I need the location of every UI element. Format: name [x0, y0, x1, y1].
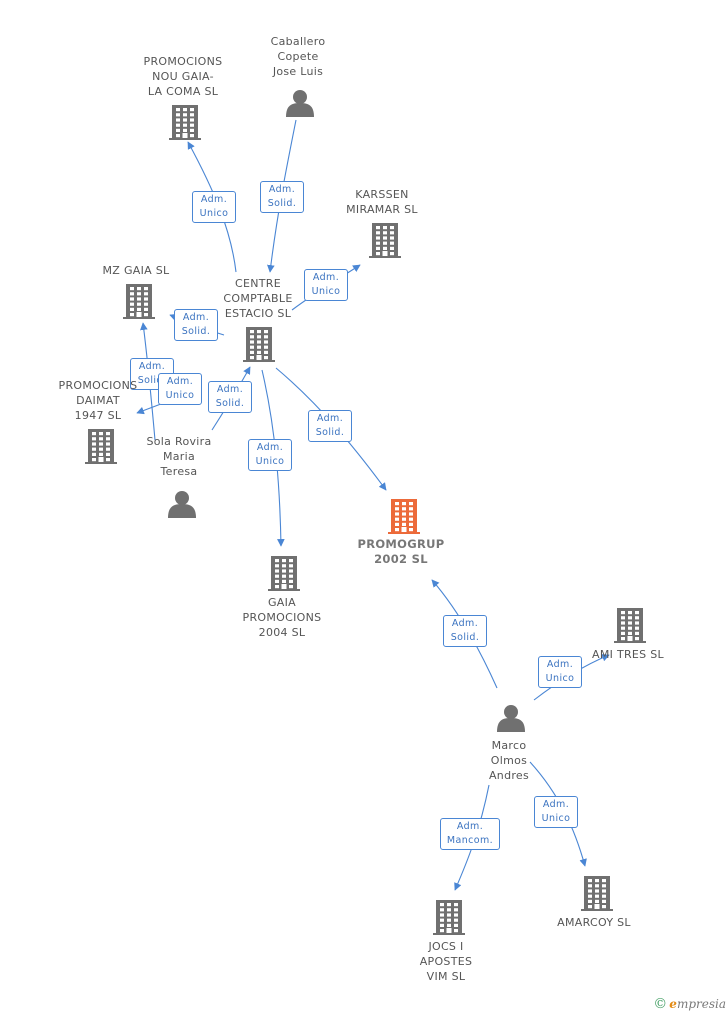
node-label-karssen[interactable]: KARSSEN MIRAMAR SL: [346, 188, 418, 216]
node-label-daimat[interactable]: PROMOCIONS DAIMAT 1947 SL: [58, 379, 138, 422]
edge-label-centre-to-promogrup[interactable]: Adm. Solid.: [308, 410, 352, 442]
edge-label-marco-to-ami[interactable]: Adm. Unico: [538, 656, 582, 688]
building-icon-mz_gaia[interactable]: [123, 284, 155, 319]
edge-label-caballero-to-centre[interactable]: Adm. Solid.: [260, 181, 304, 213]
node-label-promogrup[interactable]: PROMOGRUP 2002 SL: [357, 537, 445, 566]
empresia-logo-text: mpresia: [676, 997, 726, 1011]
edge-label-marco-to-amarcoy[interactable]: Adm. Unico: [534, 796, 578, 828]
edge-label-marco-to-jocs[interactable]: Adm. Mancom.: [440, 818, 500, 850]
node-label-sola[interactable]: Sola Rovira Maria Teresa: [146, 435, 212, 478]
building-icon-karssen[interactable]: [369, 223, 401, 258]
building-icon-daimat[interactable]: [85, 429, 117, 464]
node-label-gaia[interactable]: GAIA PROMOCIONS 2004 SL: [242, 596, 322, 639]
building-icon-amarcoy[interactable]: [581, 876, 613, 911]
building-icon-gaia[interactable]: [268, 556, 300, 591]
edge-label-sola-to-daimat[interactable]: Adm. Unico: [158, 373, 202, 405]
node-label-amarcoy[interactable]: AMARCOY SL: [557, 916, 631, 929]
building-icon-promogrup[interactable]: [388, 499, 420, 534]
empresia-logo-e: e: [669, 997, 677, 1011]
node-label-caballero[interactable]: Caballero Copete Jose Luis: [270, 35, 326, 78]
edge-label-centre-to-promocions_nou[interactable]: Adm. Unico: [192, 191, 236, 223]
edge-label-centre-to-karssen[interactable]: Adm. Unico: [304, 269, 348, 301]
copyright-icon: ©: [653, 996, 668, 1012]
empresia-watermark[interactable]: ©empresia: [653, 996, 726, 1012]
edge-label-marco-to-promogrup[interactable]: Adm. Solid.: [443, 615, 487, 647]
node-label-marco[interactable]: Marco Olmos Andres: [488, 739, 530, 782]
building-icon-promocions_nou[interactable]: [169, 105, 201, 140]
edge-label-sola-to-centre[interactable]: Adm. Solid.: [208, 381, 252, 413]
person-icon-caballero[interactable]: [286, 90, 314, 117]
node-label-centre[interactable]: CENTRE COMPTABLE ESTACIO SL: [223, 277, 293, 320]
building-icon-ami[interactable]: [614, 608, 646, 643]
person-icon-marco[interactable]: [497, 705, 525, 732]
node-label-ami[interactable]: AMI TRES SL: [592, 648, 664, 661]
building-icon-centre[interactable]: [243, 327, 275, 362]
building-icon-jocs[interactable]: [433, 900, 465, 935]
node-label-promocions_nou[interactable]: PROMOCIONS NOU GAIA- LA COMA SL: [143, 55, 223, 98]
edge-label-centre-to-gaia[interactable]: Adm. Unico: [248, 439, 292, 471]
node-label-mz_gaia[interactable]: MZ GAIA SL: [102, 264, 170, 277]
node-label-jocs[interactable]: JOCS I APOSTES VIM SL: [419, 940, 473, 983]
edge-label-centre-to-mz_gaia[interactable]: Adm. Solid.: [174, 309, 218, 341]
person-icon-sola[interactable]: [168, 491, 196, 518]
